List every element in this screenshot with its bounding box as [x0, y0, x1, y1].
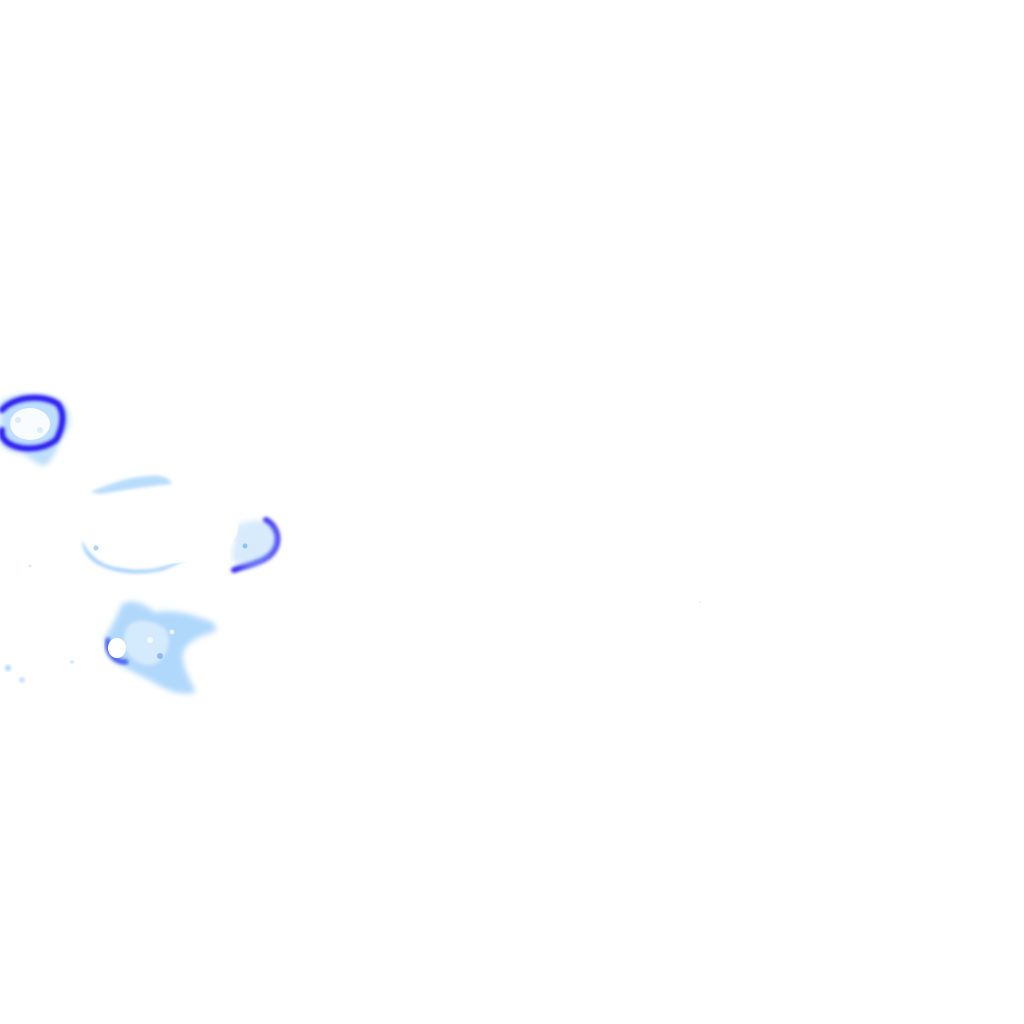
- lower-inner-light: [123, 620, 169, 666]
- edge-speck: [19, 677, 25, 683]
- center-inner: [82, 492, 238, 564]
- center-elongated-cluster: [82, 475, 281, 574]
- edge-speck: [5, 665, 11, 671]
- upper-left-speck: [37, 427, 43, 433]
- upper-left-core: [10, 408, 50, 440]
- lower-speck: [147, 637, 153, 643]
- edge-speck: [699, 601, 701, 603]
- edge-speck: [28, 564, 32, 568]
- upper-left-cluster: [0, 394, 70, 466]
- upper-left-ring: [0, 394, 66, 452]
- center-speck: [242, 543, 248, 549]
- lower-speck: [169, 629, 175, 635]
- center-right-halo: [232, 520, 278, 568]
- edge-speck: [70, 660, 74, 664]
- center-speck: [93, 545, 99, 551]
- center-top-edge: [90, 475, 172, 494]
- upper-left-speck: [15, 417, 21, 423]
- left-edge-specks: [5, 564, 701, 683]
- lower-speck: [157, 653, 163, 659]
- lower-hole: [108, 638, 126, 658]
- lower-cluster: [104, 601, 217, 694]
